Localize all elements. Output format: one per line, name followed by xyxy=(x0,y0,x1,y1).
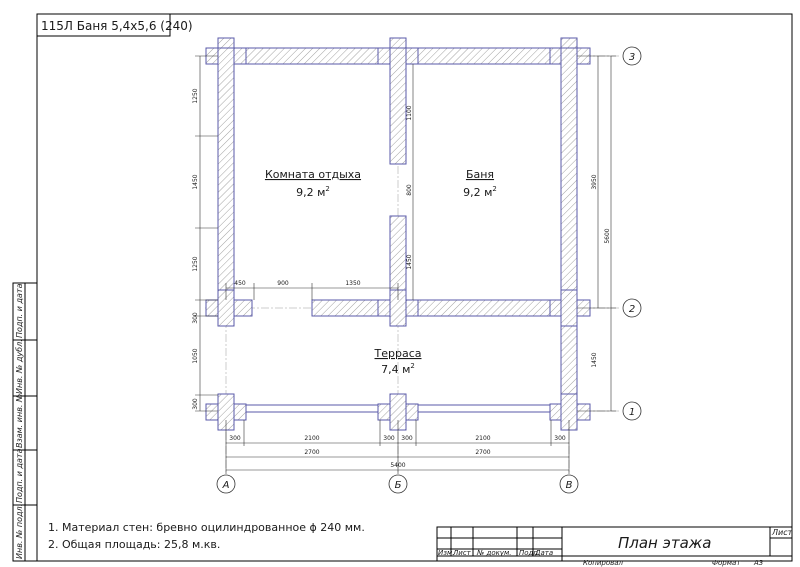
room-terrace: Терраса 7,4 м2 xyxy=(374,347,422,376)
axis-number: 1 xyxy=(629,407,635,418)
dim-label: 1050 xyxy=(192,348,199,363)
copied-label: Копировал xyxy=(583,559,624,567)
sheet-label: Лист xyxy=(771,528,793,537)
axis-letter: А xyxy=(222,480,230,491)
dim-label: 1450 xyxy=(591,352,598,367)
dim-label: 1250 xyxy=(192,88,199,103)
col-label: Лист xyxy=(452,549,472,557)
side-stamp: Подп. и дата Инв. № дубл. Взам. инв. № П… xyxy=(12,282,38,562)
dim-total: 5400 xyxy=(390,462,405,469)
dim-label: 450 xyxy=(234,280,246,287)
axis-letter: Б xyxy=(395,480,402,491)
stamp-label: Инв. № подл. xyxy=(15,504,24,559)
dim-label: 300 xyxy=(229,435,241,442)
dim-label: 300 xyxy=(192,398,199,410)
dim-label: 5600 xyxy=(604,228,611,243)
stamp-label: Подп. и дата xyxy=(15,283,24,338)
drawing-title: План этажа xyxy=(618,534,712,552)
room-area: 9,2 м2 xyxy=(296,185,330,199)
room-name: Баня xyxy=(466,168,494,181)
format-value: A3 xyxy=(753,559,763,567)
dim-label: 2700 xyxy=(304,449,319,456)
room-name: Терраса xyxy=(374,347,422,360)
dim-label: 1100 xyxy=(406,105,413,120)
col-label: Подп. xyxy=(519,549,540,557)
dim-label: 2100 xyxy=(304,435,319,442)
dim-label: 300 xyxy=(383,435,395,442)
axis-number: 2 xyxy=(629,304,635,315)
dimension-lines xyxy=(195,55,616,474)
dim-label: 300 xyxy=(192,312,199,324)
note-1: 1. Материал стен: бревно оцилиндрованное… xyxy=(48,521,365,534)
stamp-label: Взам. инв. № xyxy=(15,394,24,448)
code-title: 115Л Баня 5,4х5,6 (240) xyxy=(41,19,193,33)
col-label: Дата xyxy=(534,549,553,557)
dim-label: 300 xyxy=(554,435,566,442)
room-rest: Комната отдыха 9,2 м2 xyxy=(265,168,361,199)
dim-label: 3950 xyxy=(591,174,598,189)
dim-label: 1350 xyxy=(345,280,360,287)
col-label: № докум. xyxy=(476,549,512,557)
axis-letter: В xyxy=(566,480,573,491)
room-area: 7,4 м2 xyxy=(381,362,415,376)
dim-label: 2100 xyxy=(475,435,490,442)
dim-label: 800 xyxy=(406,184,413,196)
axis-bubbles: А Б В 1 2 3 xyxy=(216,46,642,494)
walls xyxy=(205,37,591,431)
room-area: 9,2 м2 xyxy=(463,185,497,199)
dim-label: 900 xyxy=(277,280,289,287)
sheet-frame xyxy=(36,13,793,562)
col-label: Изм. xyxy=(438,549,454,557)
dim-label: 1450 xyxy=(192,174,199,189)
format-label: Формат xyxy=(712,559,741,567)
stamp-label: Подп. и дата xyxy=(15,448,24,503)
code-title-cell xyxy=(36,13,171,37)
dim-label: 1450 xyxy=(406,254,413,269)
dim-label: 1250 xyxy=(192,256,199,271)
title-block: Изм. Лист № докум. Подп. Дата План этажа… xyxy=(436,526,793,567)
dim-label: 2700 xyxy=(475,449,490,456)
axis-number: 3 xyxy=(629,52,635,63)
dim-label: 300 xyxy=(401,435,413,442)
room-name: Комната отдыха xyxy=(265,168,361,181)
dimension-labels: 300 2100 300 300 2100 300 2700 2700 5400… xyxy=(192,88,611,469)
stamp-label: Инв. № дубл. xyxy=(15,339,24,394)
note-2: 2. Общая площадь: 25,8 м.кв. xyxy=(48,538,220,551)
room-bath: Баня 9,2 м2 xyxy=(463,168,497,199)
